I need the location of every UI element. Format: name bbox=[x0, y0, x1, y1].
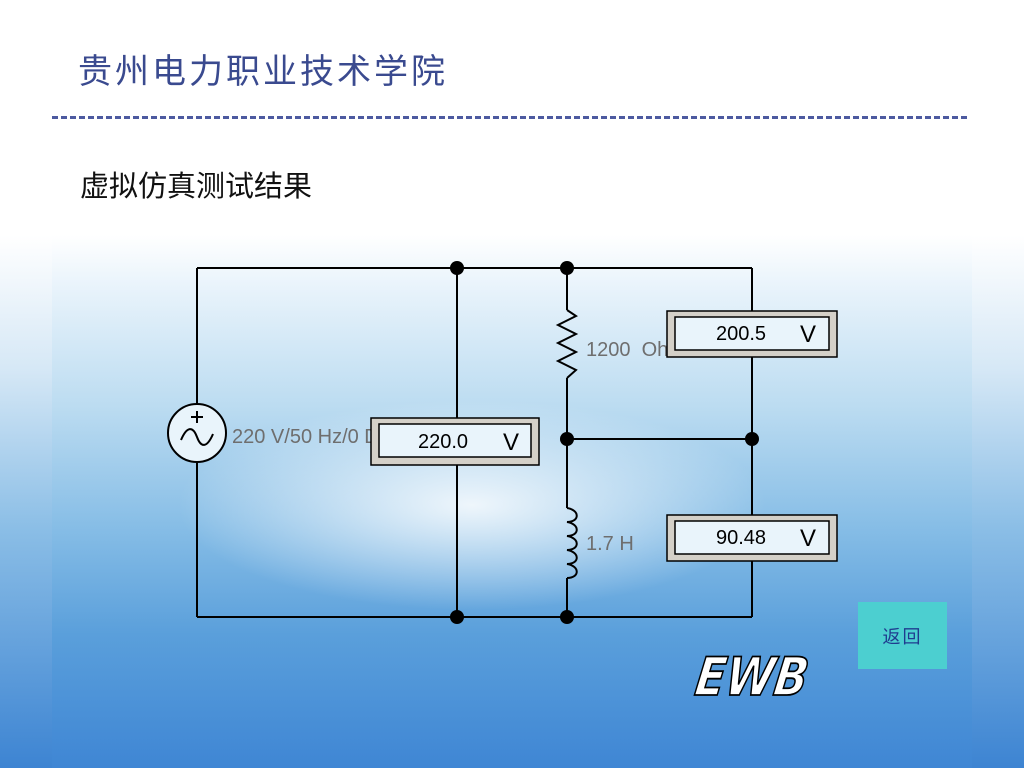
voltmeter-inductor: 90.48 V bbox=[666, 514, 838, 562]
section-heading: 虚拟仿真测试结果 bbox=[80, 169, 313, 203]
meter-inductor-unit: V bbox=[800, 525, 816, 552]
inductor bbox=[566, 507, 578, 579]
background-left bbox=[0, 235, 52, 768]
background-right bbox=[972, 235, 1024, 768]
junction-dot bbox=[560, 432, 574, 446]
source-label: 220 V/50 Hz/0 Deg bbox=[232, 426, 401, 448]
sine-wave-icon bbox=[180, 428, 214, 446]
back-button[interactable]: 返回 bbox=[858, 602, 947, 669]
meter-source-unit: V bbox=[503, 429, 519, 456]
inductor-label: 1.7 H bbox=[586, 533, 634, 555]
title-divider bbox=[52, 116, 967, 119]
ac-source-symbol bbox=[167, 403, 227, 463]
plus-icon bbox=[191, 411, 203, 423]
meter-source-value: 220.0 bbox=[418, 431, 468, 453]
page-title: 贵州电力职业技术学院 bbox=[78, 52, 448, 92]
meter-inductor-value: 90.48 bbox=[716, 527, 766, 549]
junction-dot bbox=[560, 610, 574, 624]
junction-dot bbox=[745, 432, 759, 446]
ewb-logo: EWB bbox=[691, 646, 813, 709]
junction-dot bbox=[450, 261, 464, 275]
resistor-label: 1200 Ohm bbox=[586, 339, 685, 361]
junction-dot bbox=[450, 610, 464, 624]
meter-resistor-unit: V bbox=[800, 321, 816, 348]
junction-dot bbox=[560, 261, 574, 275]
voltmeter-resistor: 200.5 V bbox=[666, 310, 838, 358]
resistor bbox=[555, 309, 579, 379]
meter-resistor-value: 200.5 bbox=[716, 323, 766, 345]
voltmeter-source: 220.0 V bbox=[370, 417, 540, 466]
